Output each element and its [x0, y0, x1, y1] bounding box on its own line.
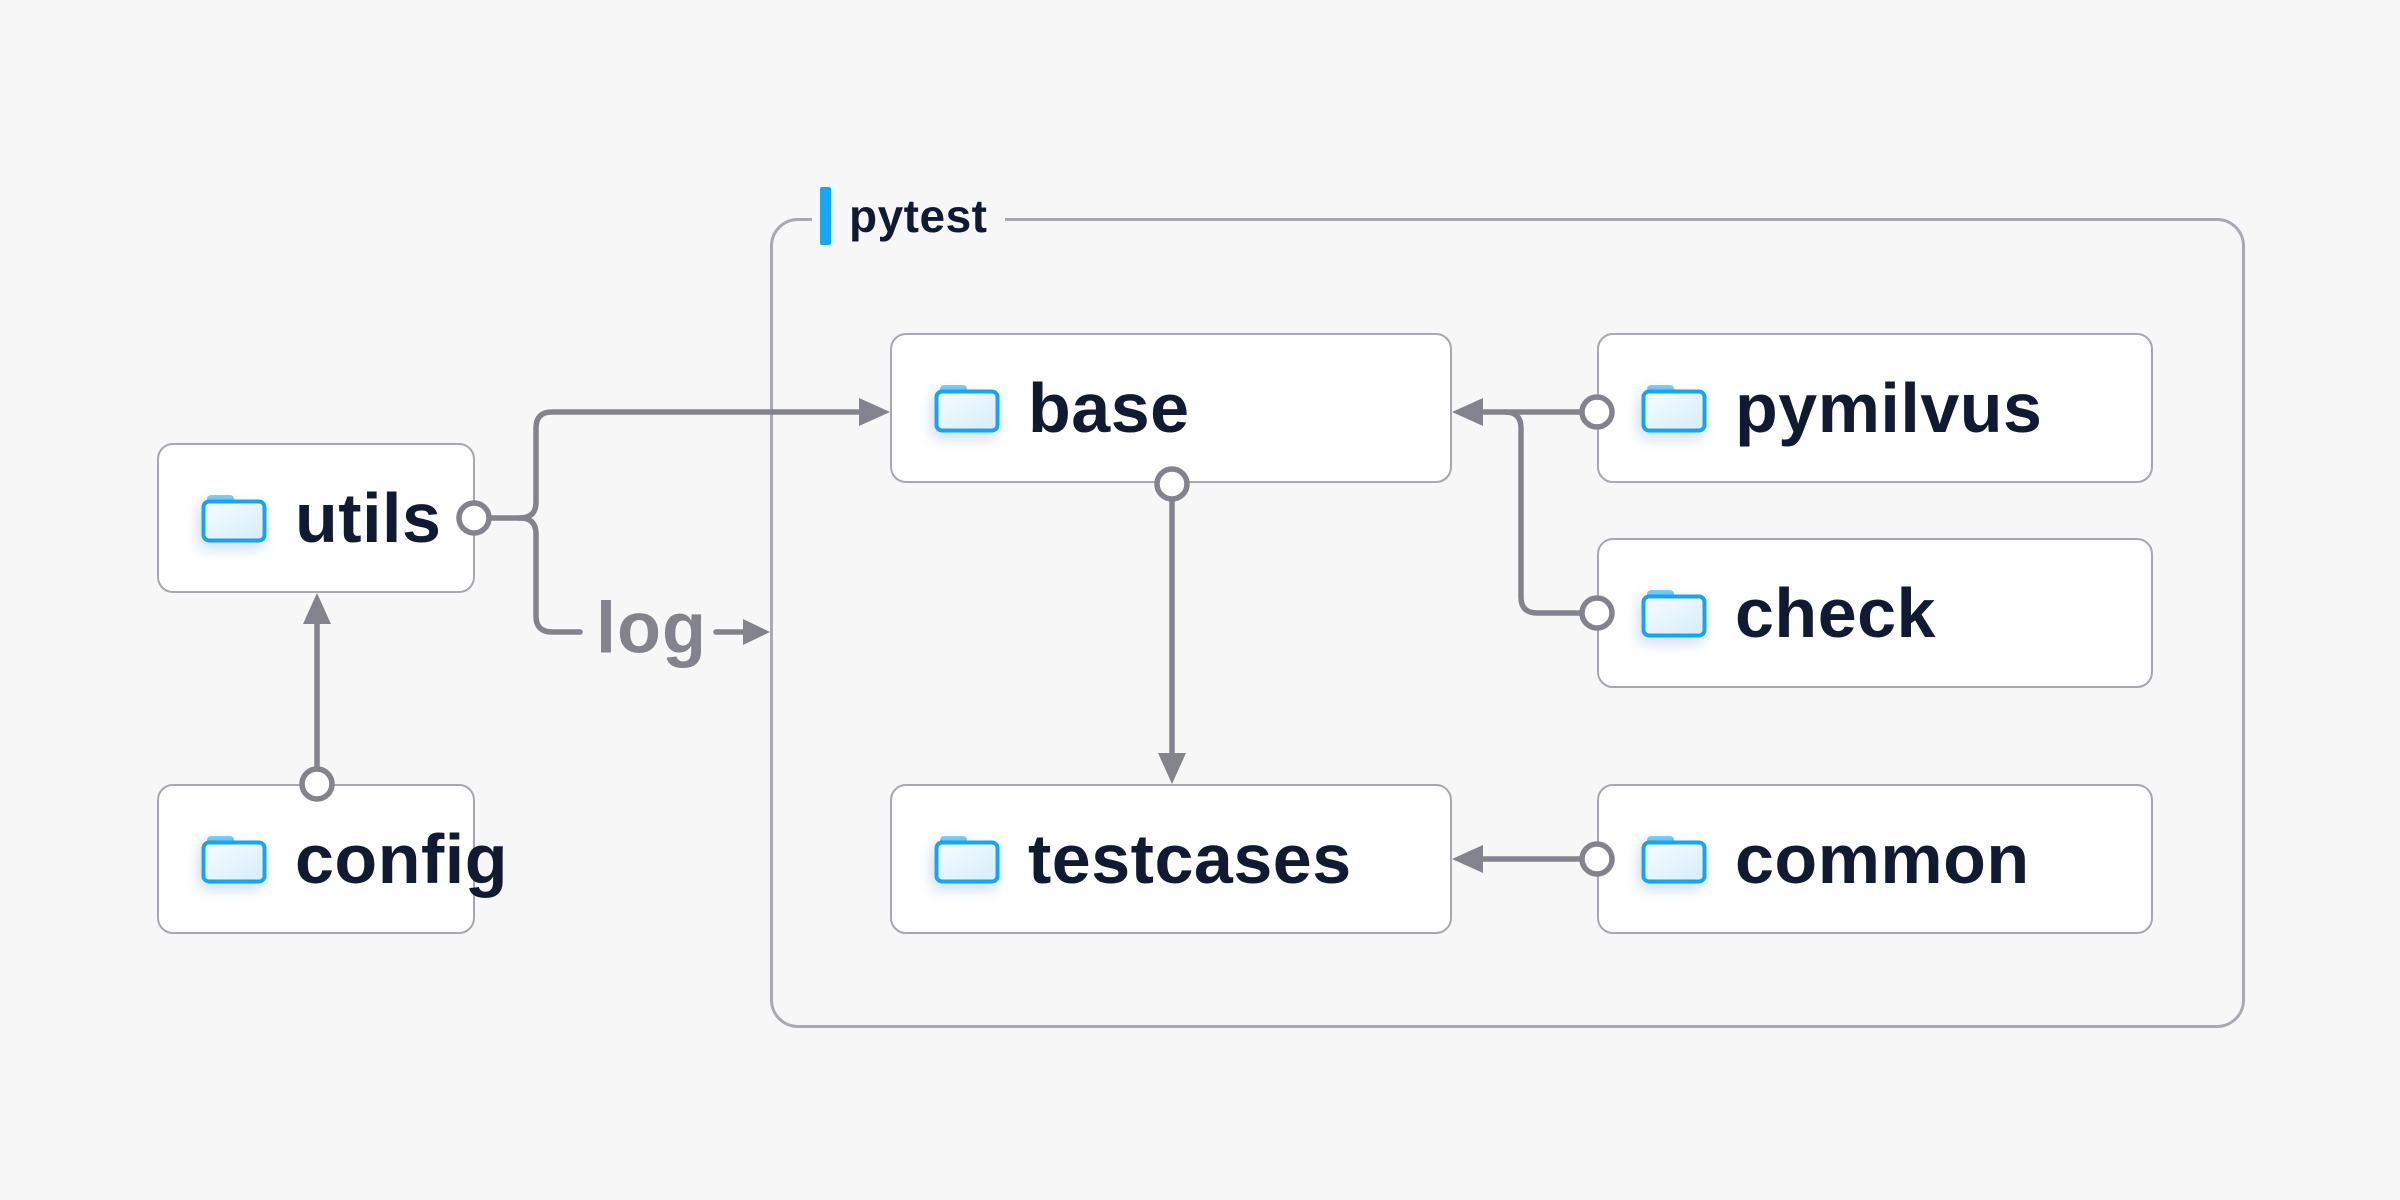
- pytest-group-label: pytest: [812, 178, 1006, 254]
- folder-icon: [201, 495, 267, 543]
- node-config: config: [157, 784, 507, 934]
- folder-icon: [934, 836, 1000, 884]
- node-pymilvus: pymilvus: [1597, 333, 2153, 483]
- node-label: config: [295, 820, 508, 898]
- node-label: check: [1735, 574, 1936, 652]
- node-testcases: testcases: [890, 784, 1452, 934]
- node-label: pymilvus: [1735, 369, 2043, 447]
- node-label: utils: [295, 479, 442, 557]
- accent-bar: [820, 187, 831, 245]
- node-common: common: [1597, 784, 2153, 934]
- folder-icon: [1641, 590, 1707, 638]
- edge-utils-log: [517, 515, 583, 635]
- arrowhead-into-utils: [303, 593, 331, 624]
- folder-icon: [201, 836, 267, 884]
- node-label: base: [1028, 369, 1190, 447]
- edge-label-log: log: [596, 588, 707, 669]
- node-base: base: [890, 333, 1452, 483]
- folder-icon: [1641, 385, 1707, 433]
- node-utils: utils: [157, 443, 475, 593]
- pytest-group: [770, 218, 2245, 1028]
- folder-icon: [1641, 836, 1707, 884]
- folder-icon: [934, 385, 1000, 433]
- node-label: testcases: [1028, 820, 1352, 898]
- node-label: common: [1735, 820, 2030, 898]
- group-title: pytest: [849, 190, 988, 242]
- node-check: check: [1597, 538, 2153, 688]
- arrowhead-into-pytest: [743, 619, 770, 645]
